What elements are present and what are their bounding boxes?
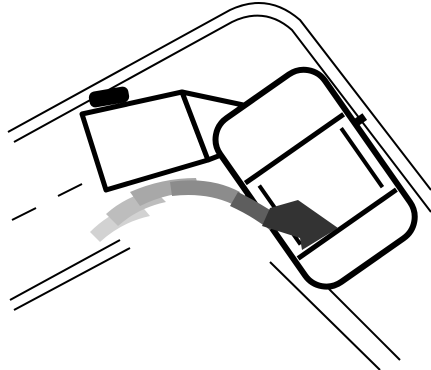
lane-divider xyxy=(12,184,82,220)
road-lower-edge-inner-line xyxy=(14,248,130,310)
car-top-view-icon xyxy=(196,53,431,304)
road-lower-edge xyxy=(10,240,120,300)
car-body xyxy=(205,60,425,297)
arrow-band-4 xyxy=(170,180,240,204)
